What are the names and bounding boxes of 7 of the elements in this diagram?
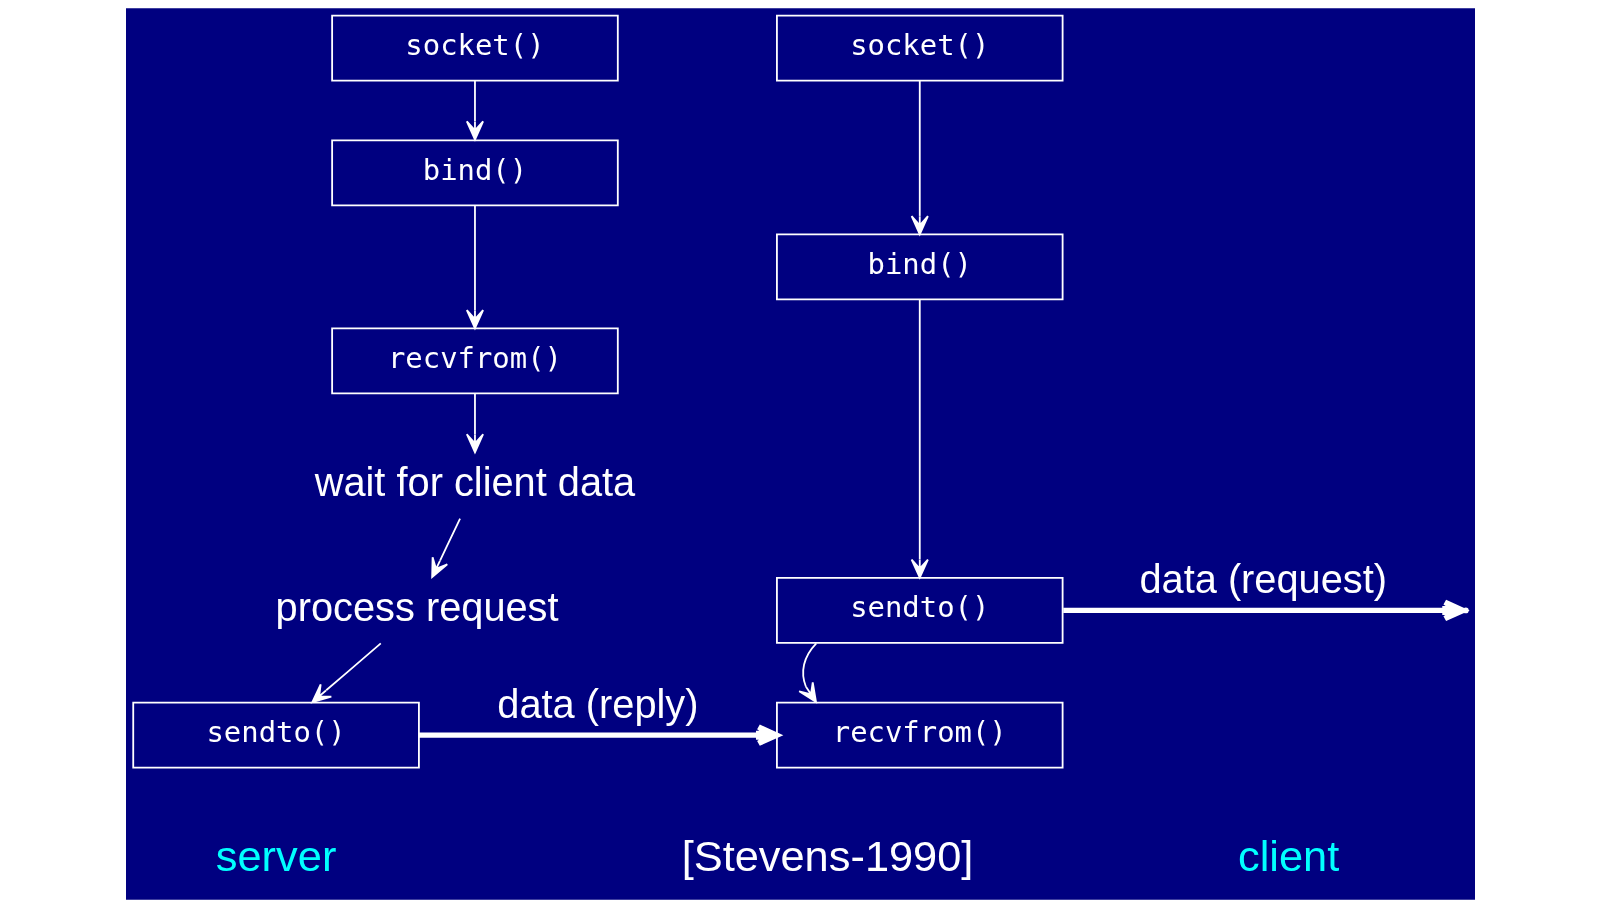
node-text: process request <box>275 584 559 629</box>
edge-label: data (request) <box>1138 557 1387 602</box>
label: server <box>215 832 336 881</box>
label: client <box>1237 832 1339 881</box>
label: [Stevens-1990] <box>681 832 973 881</box>
node-text: wait for client data <box>314 459 635 504</box>
edge-label: data (reply) <box>496 682 698 727</box>
